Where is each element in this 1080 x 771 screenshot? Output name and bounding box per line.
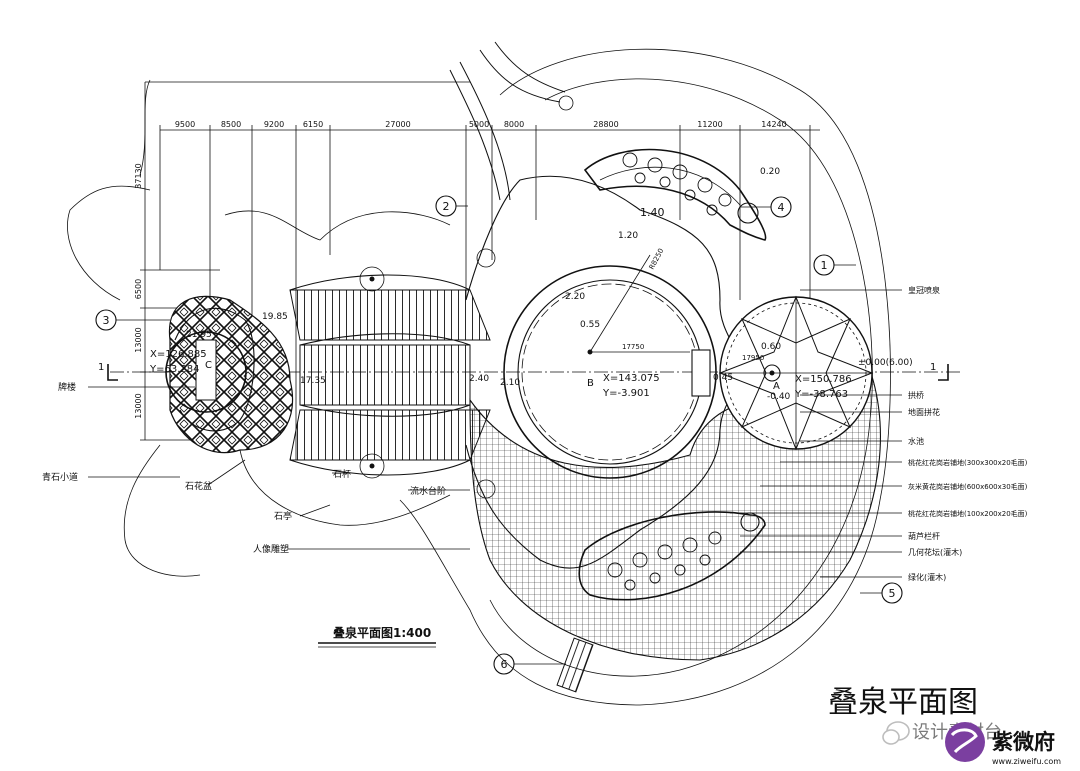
site-boundary <box>399 48 891 706</box>
dimension-label: 9500 <box>175 120 195 129</box>
point-label: B <box>587 378 594 389</box>
level-label: 2.40 <box>469 374 489 384</box>
radius-label: R8250 <box>648 247 666 271</box>
dimension-label: 14240 <box>761 120 786 129</box>
coordinate-x: X=150.786 <box>795 374 852 385</box>
planter-top <box>583 148 767 241</box>
dimension-label: 28800 <box>593 120 618 129</box>
arch-bridge <box>691 349 711 397</box>
point-label: A <box>773 381 780 392</box>
dimension-label: 5000 <box>469 120 489 129</box>
annotation-label: 牌楼 <box>58 381 76 393</box>
planter-bottom <box>578 511 766 601</box>
dimension-label: 8500 <box>221 120 241 129</box>
right-annotations: 皇冠喷泉 拱桥 地面拼花 水池 桃花红花岗岩铺地(300x300x20毛面) 灰… <box>908 285 1028 582</box>
level-label: 0.55 <box>580 320 600 330</box>
level-label: ±0.00(6.00) <box>858 358 913 368</box>
coordinate-c: C X=126.885 Y=63.284 <box>149 349 212 375</box>
left-annotations: 牌楼 青石小道 石花盆 石亭 人像雕塑 石杯 流水台阶 <box>42 381 446 555</box>
section-mark-right: 1 <box>930 362 936 373</box>
level-label: 0.20 <box>760 167 780 177</box>
callout-markers: 1 2 3 4 5 6 <box>95 195 903 675</box>
drawing-title: 叠泉平面图 <box>828 685 978 720</box>
annotation-label: 石亭 <box>274 510 292 522</box>
annotation-label: 桃花红花岗岩铺地(100x200x20毛面) <box>908 509 1028 518</box>
annotation-label: 青石小道 <box>42 471 78 483</box>
dimension-label: 13000 <box>134 327 143 352</box>
callout-1: 1 <box>821 259 828 272</box>
wechat-icon <box>882 721 910 745</box>
drawing-subtitle: 叠泉平面图1:400 <box>318 625 436 648</box>
dimension-label: 27000 <box>385 120 410 129</box>
callout-5: 5 <box>889 587 896 600</box>
dimension-label: 37130 <box>134 163 143 188</box>
crown-fountain <box>718 295 874 451</box>
annotation-label: 皇冠喷泉 <box>908 285 940 295</box>
coordinate-b: B X=143.075 Y=-3.901 <box>587 373 660 399</box>
point-label: C <box>205 360 212 371</box>
brand-name: 紫微府 <box>992 730 1055 754</box>
coordinate-y: Y=-38.763 <box>794 389 848 400</box>
dimension-label: 9200 <box>264 120 284 129</box>
annotation-label: 石花盆 <box>185 480 212 492</box>
callout-2: 2 <box>443 200 450 213</box>
level-label: 19.85 <box>262 312 288 322</box>
coordinate-x: X=143.075 <box>603 373 660 384</box>
annotation-label: 桃花红花岗岩铺地(300x300x20毛面) <box>908 458 1028 467</box>
callout-4: 4 <box>778 201 785 214</box>
radius-label: 17950 <box>742 354 764 362</box>
section-mark-left: 1 <box>98 362 104 373</box>
level-label: 1.40 <box>640 206 665 219</box>
level-label: 17.35 <box>300 376 326 386</box>
pavilion-floor <box>168 295 294 454</box>
dimension-label: 11200 <box>697 120 722 129</box>
level-label: 21.95 <box>186 330 212 340</box>
annotation-label: 水池 <box>908 436 924 446</box>
radius-label: 17750 <box>622 343 644 351</box>
level-label: 2.20 <box>565 292 585 302</box>
level-label: 0.60 <box>761 342 781 352</box>
water-steps-main <box>299 344 471 406</box>
annotation-label: 流水台阶 <box>410 485 446 497</box>
annotation-label: 灰米黄花岗岩铺地(600x600x30毛面) <box>908 482 1028 491</box>
level-labels: 0.20 1.40 1.20 2.20 0.55 0.60 0.45 -0.40… <box>186 167 913 402</box>
coordinate-x: X=126.885 <box>150 349 207 360</box>
brand-url: www.ziweifu.com <box>992 757 1061 766</box>
annotation-label: 葫芦栏杆 <box>908 531 940 541</box>
coordinate-a: A X=150.786 Y=-38.763 <box>773 374 852 400</box>
annotation-label: 地面拼花 <box>908 407 940 417</box>
annotation-label: 绿化(灌木) <box>908 572 946 582</box>
callout-3: 3 <box>103 314 110 327</box>
annotation-label: 拱桥 <box>908 390 924 400</box>
dimension-label: 6500 <box>134 279 143 299</box>
top-dimension-chain: 9500 8500 9200 6150 27000 5000 8000 2880… <box>145 81 820 460</box>
level-label: 1.20 <box>618 231 638 241</box>
leader-lines <box>88 289 902 578</box>
dimension-label: 6150 <box>303 120 323 129</box>
water-steps-upper <box>289 289 491 341</box>
annotation-label: 石杯 <box>333 468 351 480</box>
brand-logo: 紫微府 www.ziweifu.com <box>945 722 1061 766</box>
subtitle: 叠泉平面图1:400 <box>333 625 431 640</box>
dimension-label: 8000 <box>504 120 524 129</box>
level-label: 0.45 <box>713 373 733 383</box>
dimension-label: 13000 <box>134 393 143 418</box>
level-label: -0.40 <box>767 392 791 402</box>
annotation-label: 几何花坛(灌木) <box>908 547 962 557</box>
coordinate-y: Y=63.284 <box>149 364 199 375</box>
callout-6: 6 <box>501 658 508 671</box>
annotation-label: 人像雕塑 <box>253 543 289 555</box>
level-label: 2.10 <box>500 378 520 388</box>
central-pool <box>503 265 717 479</box>
coordinate-y: Y=-3.901 <box>602 388 650 399</box>
water-steps-lower <box>289 409 491 461</box>
